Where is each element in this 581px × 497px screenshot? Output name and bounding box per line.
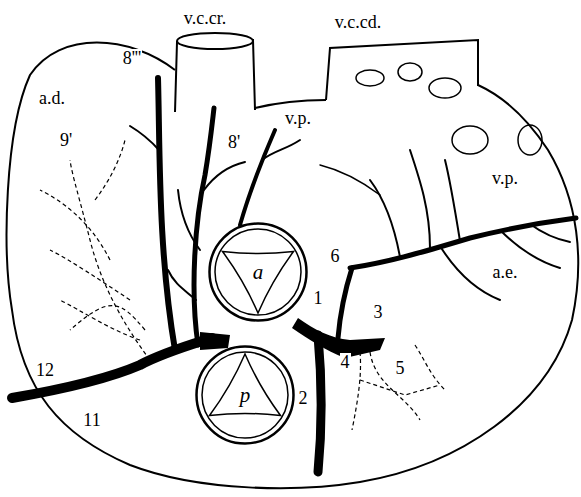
hidden-vessel	[40, 140, 445, 430]
part-label: 6	[330, 247, 341, 265]
coronary-vessel	[168, 270, 196, 300]
hidden-vessel	[40, 190, 110, 260]
coronary-vessel	[350, 218, 576, 268]
part-label: 9'	[59, 131, 73, 149]
pulmonary-vein-opening	[398, 63, 422, 81]
pulmonary-vein-opening	[429, 78, 461, 98]
coronary-vessel	[320, 165, 380, 195]
valve-label: a	[253, 262, 264, 283]
part-label: 3	[373, 303, 384, 321]
part-label: v.c.cr.	[183, 9, 227, 27]
vena-cava-stump	[175, 33, 478, 112]
part-label: 8'''	[122, 49, 143, 67]
pulmonary-vein-opening	[356, 70, 384, 86]
coronary-vessel	[130, 126, 159, 150]
part-label: v.c.cd.	[334, 13, 382, 31]
coronary-vessel	[318, 335, 321, 472]
coronary-vessel	[12, 338, 212, 398]
hidden-vessel	[50, 250, 130, 300]
hidden-vessel	[415, 345, 445, 390]
hidden-vessel	[95, 140, 125, 200]
coronary-vessel	[530, 224, 570, 242]
vena-cava-stump	[177, 33, 253, 49]
valve-ring	[197, 347, 294, 444]
valve-circle: p	[195, 345, 295, 445]
hidden-vessel	[360, 380, 440, 395]
part-label: 4	[340, 353, 351, 371]
coronary-trunk	[200, 332, 230, 350]
part-label: v.p.	[491, 169, 519, 187]
hidden-vessel	[70, 306, 145, 330]
coronary-vessel	[410, 150, 430, 248]
valve-circle: a	[208, 222, 308, 322]
coronary-vessel	[158, 78, 175, 350]
coronary-vessel	[204, 162, 245, 190]
heart-outline	[255, 100, 326, 108]
coronary-vessel	[338, 268, 352, 338]
coronary-vessel	[445, 160, 460, 241]
valve-ring	[202, 352, 288, 438]
pulmonary-vein-opening	[518, 125, 542, 155]
coronary-vessel	[178, 190, 200, 250]
part-label: a.d.	[38, 89, 66, 107]
part-label: v.p.	[284, 109, 312, 127]
valve-label: p	[240, 385, 251, 406]
valve-ring	[210, 224, 307, 321]
coronary-trunk	[292, 318, 385, 358]
pulmonary-vein-opening	[356, 63, 542, 155]
part-label: a.e.	[492, 263, 519, 281]
part-label: 12	[35, 361, 55, 379]
vena-cava-stump	[326, 40, 478, 100]
part-label: 5	[395, 359, 406, 377]
hidden-vessel	[60, 300, 140, 340]
part-label: 8'	[227, 133, 241, 151]
valve-cusps	[222, 252, 293, 314]
hidden-vessel	[370, 352, 420, 420]
coronary-vessel	[240, 130, 275, 225]
vena-cava-stump	[175, 40, 255, 112]
part-label: 11	[82, 411, 101, 429]
valve-ring	[215, 229, 301, 315]
coronary-vessel	[194, 108, 214, 345]
heart-outline	[7, 43, 579, 489]
part-label: 1	[313, 289, 324, 307]
valve-cusps	[209, 354, 280, 416]
coronary-vessel	[262, 140, 300, 160]
hidden-vessel	[352, 352, 361, 430]
part-label: 2	[298, 389, 309, 407]
pulmonary-vein-opening	[452, 126, 488, 154]
coronary-vessel	[12, 78, 576, 472]
heart-outline	[7, 43, 579, 489]
